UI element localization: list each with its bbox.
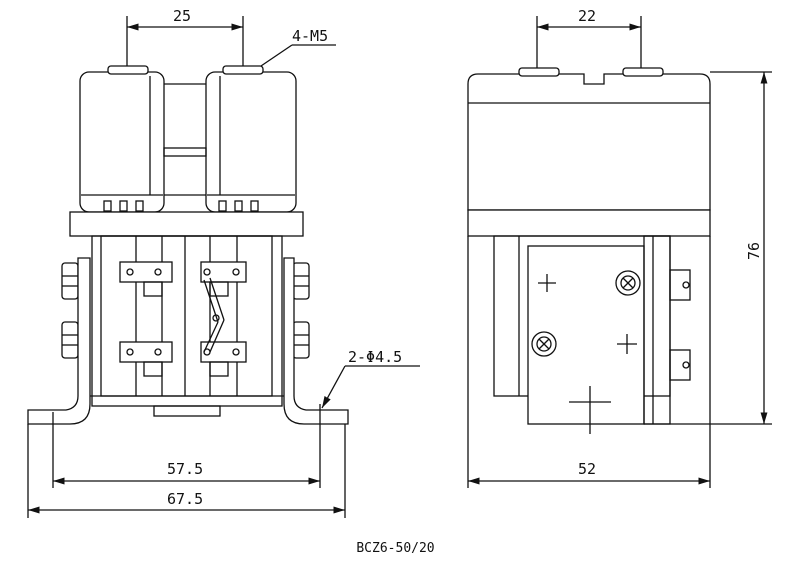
front-base-plate (69, 211, 304, 237)
side-base-plate (467, 209, 711, 237)
left-coil (79, 65, 165, 213)
dim-front-mount-holes: 2-Φ4.5 (348, 348, 402, 366)
dim-side-terminal-spacing: 22 (578, 7, 596, 25)
side-top-dimension (536, 16, 642, 74)
side-dimensions (467, 71, 772, 488)
side-coil-block (467, 67, 711, 211)
dim-side-width: 52 (578, 460, 596, 478)
side-view (467, 16, 772, 488)
front-view (27, 16, 420, 518)
dim-front-hole-spacing: 57.5 (167, 460, 203, 478)
side-body (493, 235, 691, 434)
coil-pins (103, 200, 259, 212)
front-top-dimension (126, 16, 244, 74)
dim-front-overall-width: 67.5 (167, 490, 203, 508)
center-yoke (163, 83, 207, 196)
dim-front-thread: 4-M5 (292, 27, 328, 45)
contact-terminals (119, 261, 247, 377)
dim-side-height: 76 (745, 242, 763, 260)
front-bottom-dimensions (27, 365, 420, 518)
side-screws-left (61, 262, 79, 359)
side-screws-right (292, 262, 310, 359)
thread-leader (257, 44, 336, 69)
contact-housing (91, 235, 283, 417)
model-caption: BCZ6-50/20 (356, 541, 435, 556)
dim-front-terminal-spacing: 25 (173, 7, 191, 25)
right-coil (205, 65, 297, 213)
